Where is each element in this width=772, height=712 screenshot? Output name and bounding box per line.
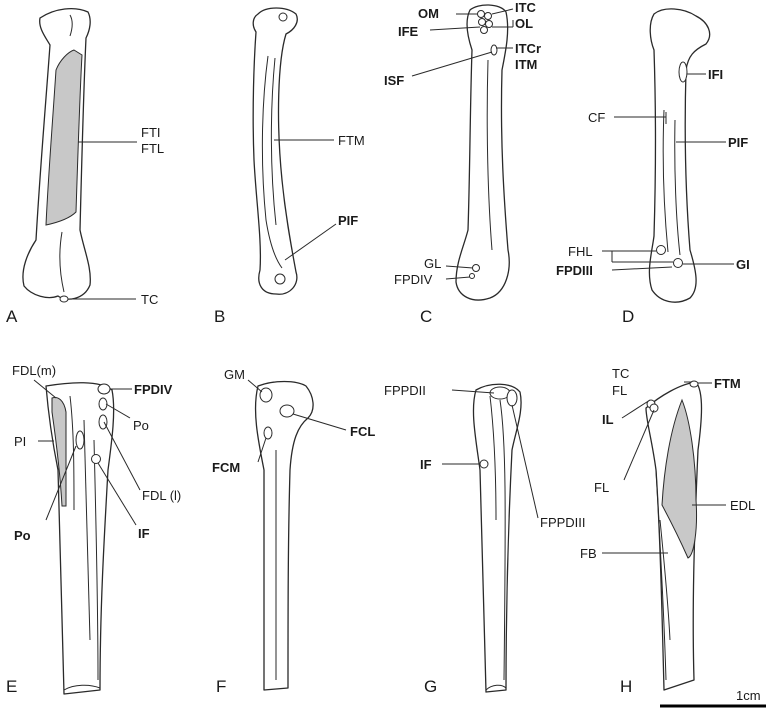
tibia-f-outline <box>254 380 314 691</box>
label-ftm-h: FTM <box>714 376 741 391</box>
label-ftl: FTL <box>141 141 164 156</box>
panel-letter-g: G <box>424 677 437 696</box>
tibia-h-scar <box>661 398 697 559</box>
label-ife: IFE <box>398 24 419 39</box>
label-fdll: FDL (l) <box>142 488 181 503</box>
label-itcr: ITCr <box>515 41 541 56</box>
label-pif-d: PIF <box>728 135 748 150</box>
label-edl: EDL <box>730 498 755 513</box>
label-il: IL <box>602 412 614 427</box>
panel-c: OM ITC IFE OL ITCr ITM ISF GL FPDIV C <box>384 0 541 326</box>
label-ftm-b: FTM <box>338 133 365 148</box>
label-fl-top: FL <box>612 383 627 398</box>
trochanter-dot <box>59 295 69 303</box>
femur-a-scar <box>45 49 83 226</box>
label-isf: ISF <box>384 73 404 88</box>
label-fpppdiii: FPPDIII <box>540 515 586 530</box>
label-om: OM <box>418 6 439 21</box>
label-cf: CF <box>588 110 605 125</box>
label-fpdiv-c: FPDIV <box>394 272 433 287</box>
label-po-bottom: Po <box>14 528 31 543</box>
panel-g: FPPDII IF FPPDIII G <box>384 383 586 696</box>
label-pi: PI <box>14 434 26 449</box>
label-ol: OL <box>515 16 533 31</box>
label-fpppdii: FPPDII <box>384 383 426 398</box>
label-fdlm: FDL(m) <box>12 363 56 378</box>
label-if-e: IF <box>138 526 150 541</box>
label-tc-h: TC <box>612 366 629 381</box>
panel-letter-b: B <box>214 307 225 326</box>
panel-letter-d: D <box>622 307 634 326</box>
scale-bar: 1cm <box>660 688 766 708</box>
panel-letter-f: F <box>216 677 226 696</box>
label-fb: FB <box>580 546 597 561</box>
tibia-g-outline <box>472 383 522 693</box>
label-itc: ITC <box>515 0 537 15</box>
label-gi: GI <box>736 257 750 272</box>
panel-d: IFI CF PIF FHL GI FPDIII D <box>556 8 750 326</box>
label-gl: GL <box>424 256 441 271</box>
label-pif-b: PIF <box>338 213 358 228</box>
panel-letter-h: H <box>620 677 632 696</box>
label-itm: ITM <box>515 57 537 72</box>
label-fcl: FCL <box>350 424 375 439</box>
femur-b-outline <box>252 7 298 295</box>
label-tc-a: TC <box>141 292 158 307</box>
femur-d-outline <box>648 8 711 303</box>
label-ifi: IFI <box>708 67 723 82</box>
label-fcm: FCM <box>212 460 240 475</box>
label-fpdiv-e: FPDIV <box>134 382 173 397</box>
panel-f: GM FCL FCM F <box>212 367 375 696</box>
label-fl-bottom: FL <box>594 480 609 495</box>
panel-letter-c: C <box>420 307 432 326</box>
label-if-g: IF <box>420 457 432 472</box>
panel-a: FTI FTL TC A <box>6 7 164 326</box>
label-gm: GM <box>224 367 245 382</box>
panel-letter-e: E <box>6 677 17 696</box>
label-fhl: FHL <box>568 244 593 259</box>
femur-c-outline <box>455 4 510 301</box>
panel-h: TC FTM FL IL FL EDL FB H <box>580 366 755 696</box>
scale-bar-label: 1cm <box>736 688 761 703</box>
panel-e: FDL(m) FPDIV Po PI FDL (l) Po IF E <box>6 363 181 696</box>
panel-b: FTM PIF B <box>214 7 365 326</box>
label-fpdiii: FPDIII <box>556 263 593 278</box>
label-fti: FTI <box>141 125 161 140</box>
panel-letter-a: A <box>6 307 18 326</box>
label-po-top: Po <box>133 418 149 433</box>
